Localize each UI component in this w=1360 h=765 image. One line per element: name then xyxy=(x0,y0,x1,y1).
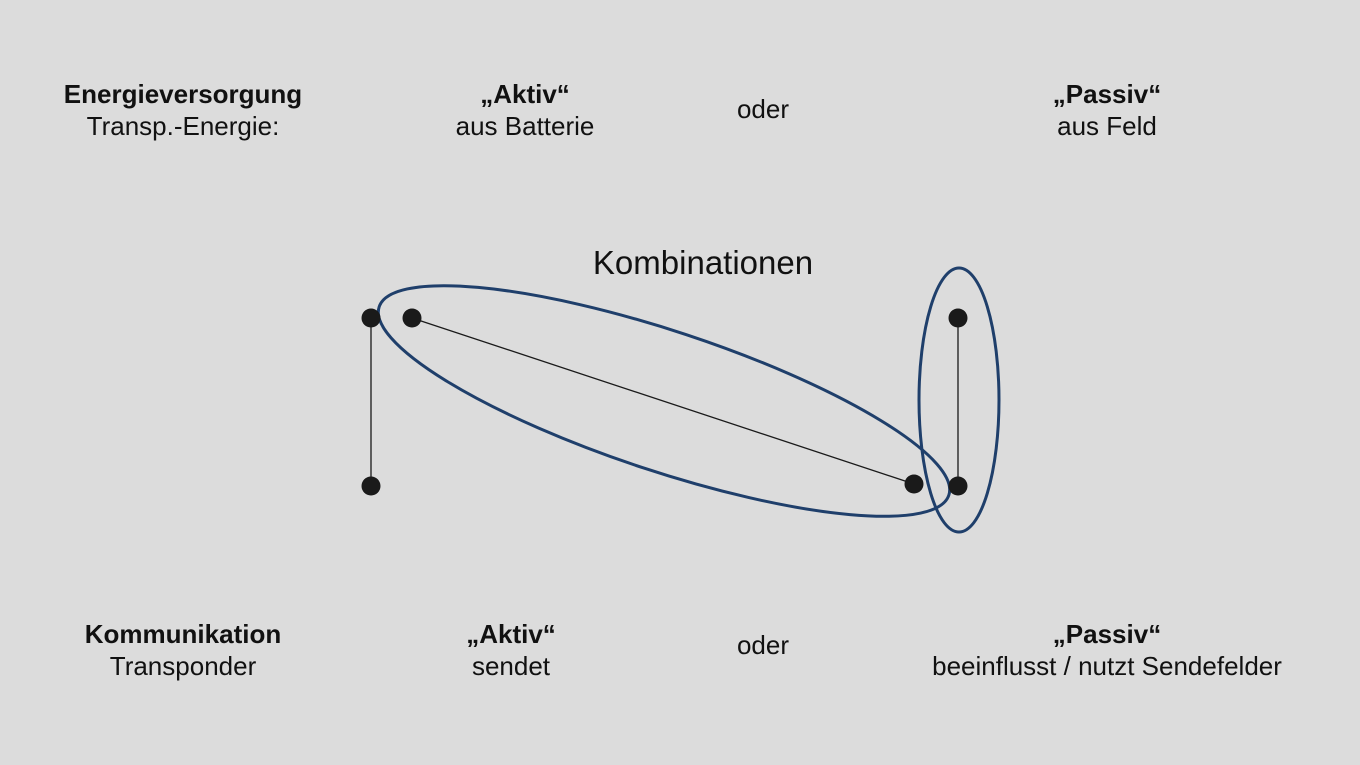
combinations-title: Kombinationen xyxy=(592,244,814,281)
communication-active-sub: sendet xyxy=(471,651,551,681)
energy-active-title: „Aktiv“ xyxy=(480,79,570,109)
energy-passive: „Passiv“ aus Feld xyxy=(1053,78,1161,142)
communication-or: oder xyxy=(736,630,790,660)
highlight-ellipse-diagonal xyxy=(376,284,952,518)
communication-passive-title: „Passiv“ xyxy=(1052,619,1162,649)
communication-active: „Aktiv“ sendet xyxy=(466,618,556,682)
energy-active-sub: aus Batterie xyxy=(455,111,595,141)
communication-passive: „Passiv“ beeinflusst / nutzt Sendefelder xyxy=(932,618,1282,682)
energy-label-title: Energieversorgung xyxy=(63,79,303,109)
node-comm-passive-2 xyxy=(948,476,968,496)
energy-label-sub: Transp.-Energie: xyxy=(86,111,280,141)
communication-label: Kommunikation Transponder xyxy=(85,618,281,682)
communication-passive-sub: beeinflusst / nutzt Sendefelder xyxy=(932,651,1282,681)
node-energy-passive xyxy=(948,308,968,328)
energy-passive-sub: aus Feld xyxy=(1057,111,1157,141)
node-comm-active xyxy=(361,476,381,496)
energy-or: oder xyxy=(736,94,790,124)
communication-label-sub: Transponder xyxy=(109,651,257,681)
node-energy-active-2 xyxy=(402,308,422,328)
node-comm-passive xyxy=(904,474,924,494)
highlight-ellipse-vertical xyxy=(917,266,1001,534)
energy-label: Energieversorgung Transp.-Energie: xyxy=(64,78,302,142)
node-energy-active xyxy=(361,308,381,328)
link-active-passive xyxy=(411,317,915,485)
energy-passive-title: „Passiv“ xyxy=(1052,79,1162,109)
energy-active: „Aktiv“ aus Batterie xyxy=(456,78,595,142)
communication-active-title: „Aktiv“ xyxy=(466,619,556,649)
communication-label-title: Kommunikation xyxy=(84,619,282,649)
